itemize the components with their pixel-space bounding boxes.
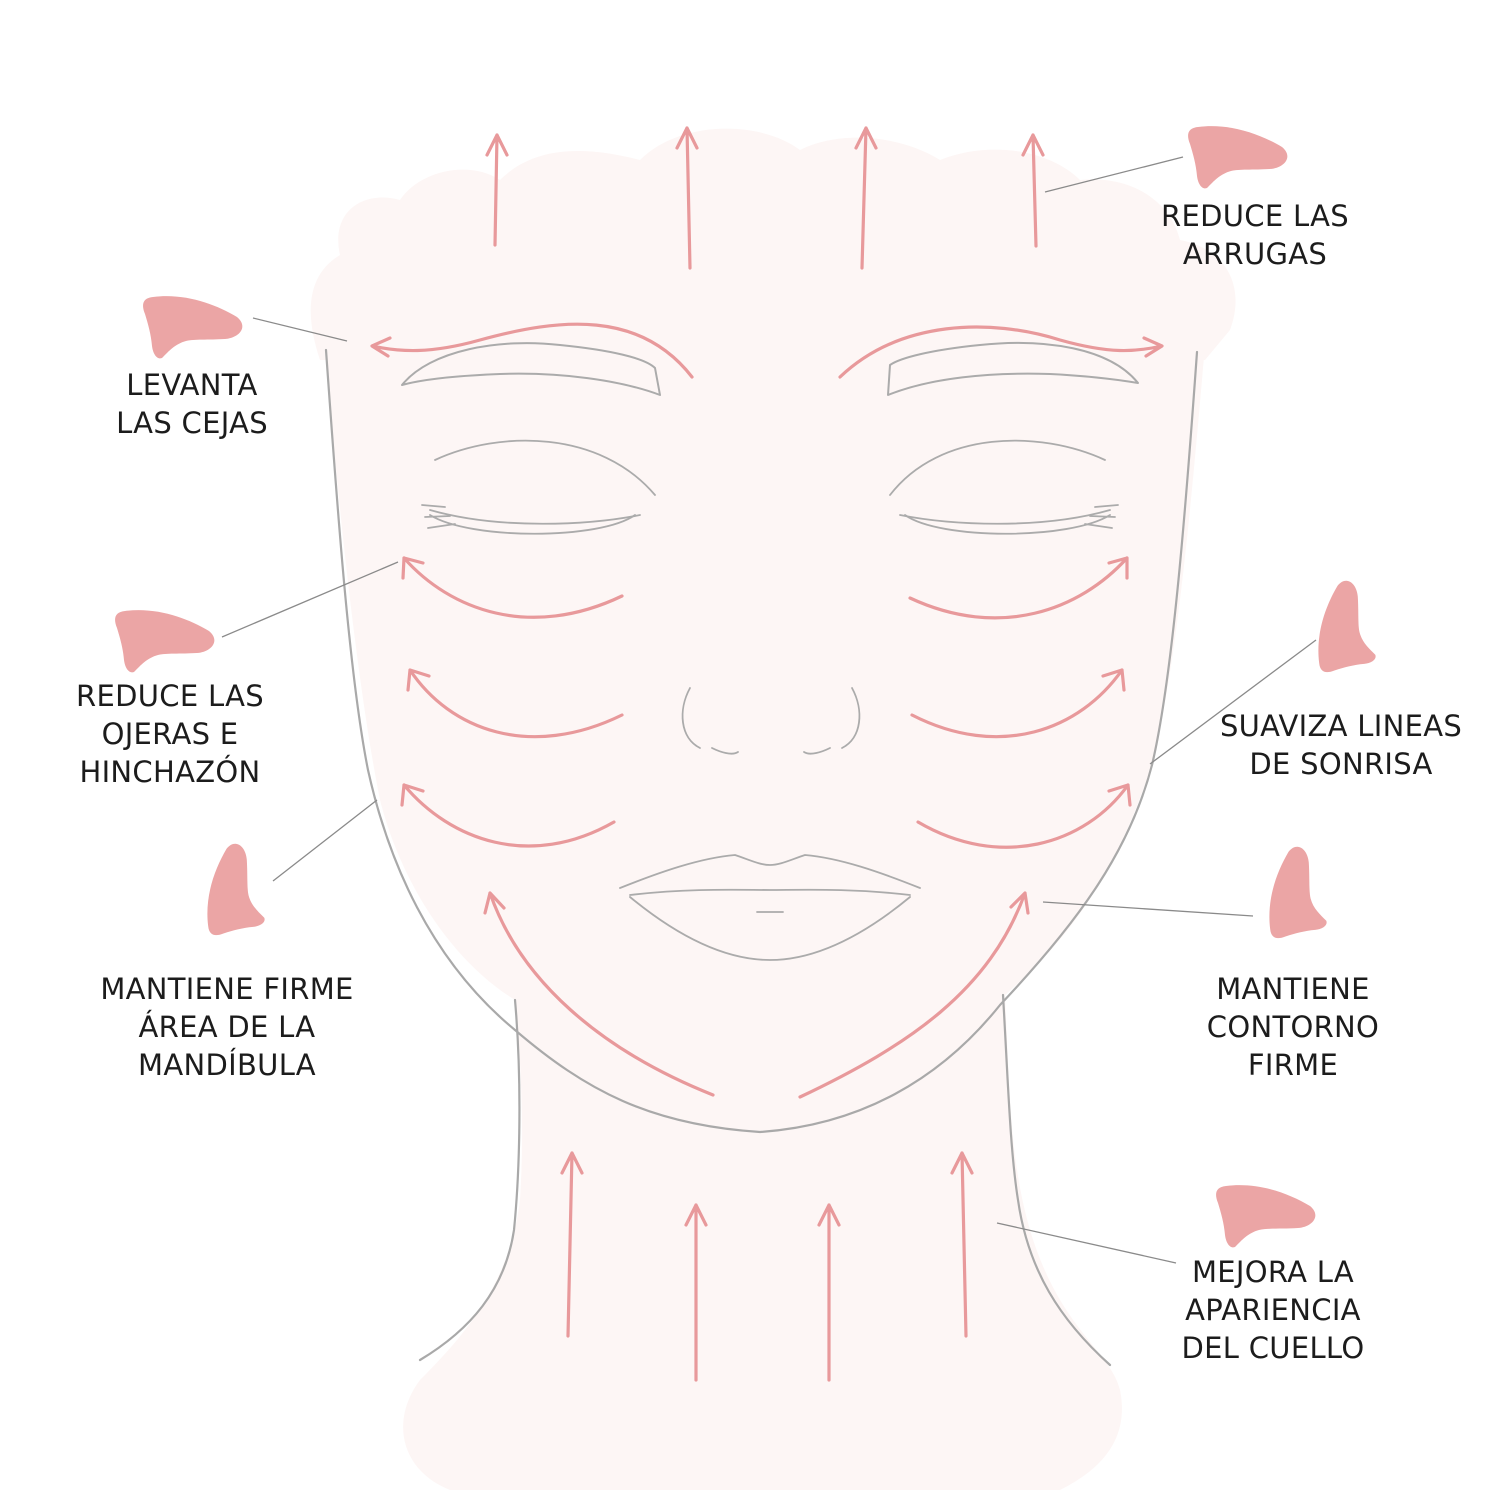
leader-line-contour	[1042, 901, 1254, 917]
label-dark-circles: REDUCE LAS OJERAS E HINCHAZÓN	[76, 679, 264, 789]
leader-lines	[221, 156, 1317, 1264]
label-contour: MANTIENE CONTORNO FIRME	[1206, 972, 1380, 1082]
gua-sha-tool-icon	[1269, 846, 1327, 939]
leader-line-brows	[252, 317, 348, 342]
lips-outline	[619, 854, 921, 961]
gua-sha-tool-icon	[115, 610, 215, 673]
leader-line-dark-circles	[221, 561, 399, 638]
label-wrinkles: REDUCE LAS ARRUGAS	[1161, 199, 1349, 271]
gua-sha-tool-icon	[1216, 1185, 1316, 1248]
face-outline	[324, 348, 1199, 1367]
gua-sha-tool-icon	[1318, 580, 1376, 673]
gua-sha-tool-icon	[143, 296, 243, 359]
leader-line-neck	[996, 1222, 1177, 1264]
gua-sha-tool-icon	[1188, 126, 1288, 189]
nose-outline	[681, 687, 861, 755]
leader-line-smile-lines	[1149, 639, 1317, 765]
skin-silhouette	[310, 128, 1236, 1490]
closed-eyes	[421, 439, 1119, 535]
massage-direction-arrows	[370, 126, 1164, 1382]
label-smile-lines: SUAVIZA LINEAS DE SONRISA	[1219, 709, 1463, 781]
leader-line-wrinkles	[1044, 156, 1184, 193]
label-brows: LEVANTA LAS CEJAS	[116, 368, 268, 440]
label-jaw: MANTIENE FIRME ÁREA DE LA MANDÍBULA	[100, 972, 354, 1082]
eyebrow-outlines	[401, 341, 1139, 396]
leader-line-jaw	[272, 799, 378, 882]
label-neck: MEJORA LA APARIENCIA DEL CUELLO	[1181, 1255, 1365, 1365]
gua-sha-tool-icon	[207, 843, 265, 936]
